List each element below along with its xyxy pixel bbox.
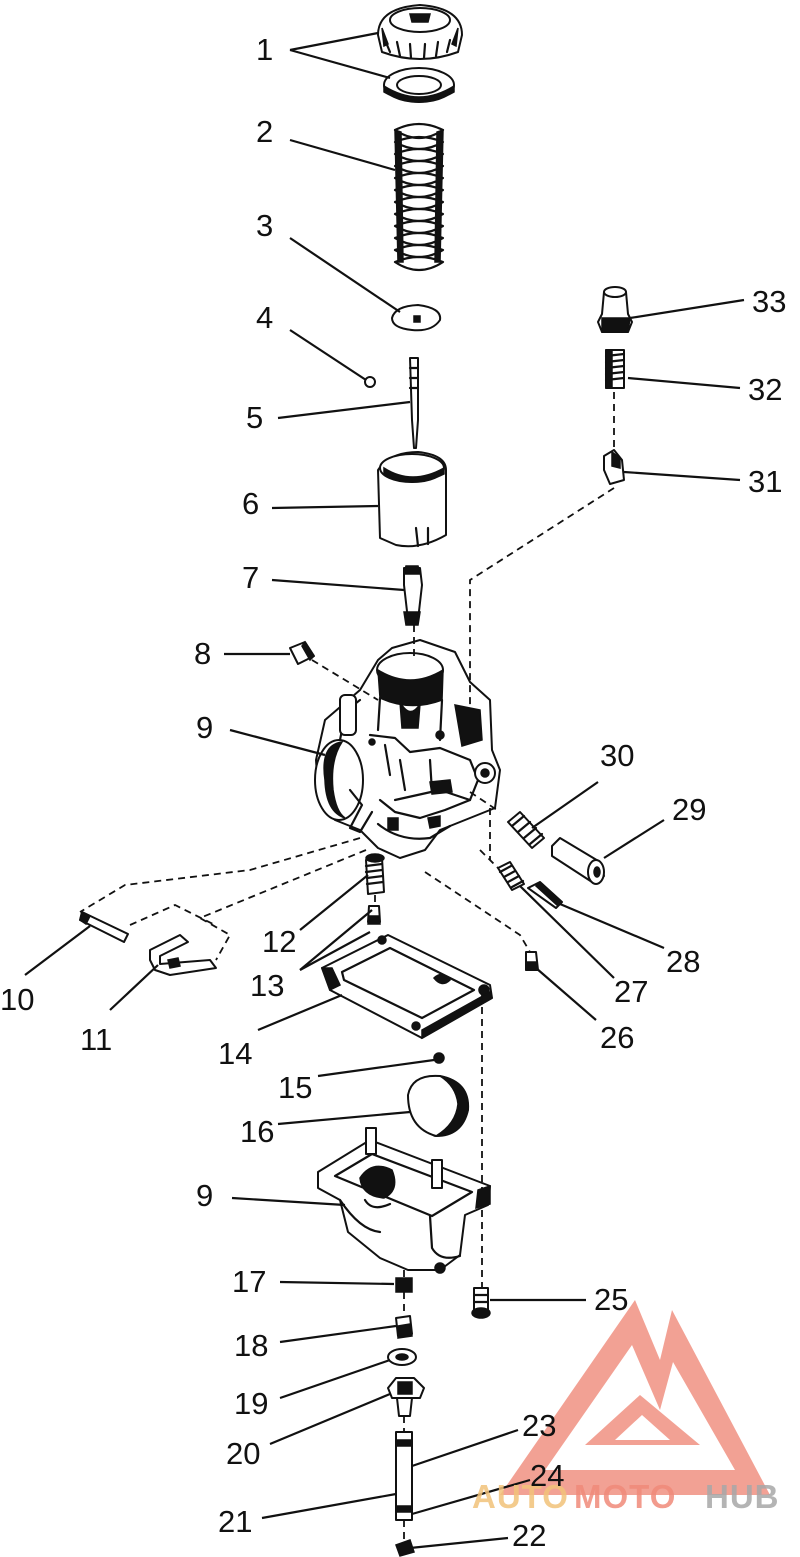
label-part-4: 4 [256, 300, 273, 335]
part-bracket [149, 934, 217, 976]
part-gasket [320, 934, 493, 1040]
label-part-23: 23 [522, 1408, 556, 1443]
leader-lines [24, 31, 745, 1550]
watermark-moto: MOTO [574, 1478, 676, 1515]
label-part-1: 1 [256, 32, 273, 67]
label-part-29: 29 [672, 792, 706, 827]
label-part-8: 8 [194, 636, 211, 671]
label-part-6: 6 [242, 486, 259, 521]
part-float [407, 1074, 470, 1137]
part-drain-tube [395, 1431, 413, 1521]
label-part-27: 27 [614, 974, 648, 1009]
part-needle [408, 357, 420, 449]
part-pilot-jet [525, 951, 539, 971]
label-part-16: 16 [240, 1114, 274, 1149]
part-starter-spring [604, 349, 626, 389]
part-main-jet-washer [395, 1277, 413, 1293]
label-part-22: 22 [512, 1518, 546, 1553]
part-spring [393, 122, 445, 277]
part-clip-plate [391, 304, 442, 332]
label-part-13: 13 [250, 968, 284, 1003]
part-throttle-slide [377, 451, 447, 548]
part-drain-plug [387, 1377, 425, 1417]
label-part-17: 17 [232, 1264, 266, 1299]
part-carburetor-body [314, 639, 501, 859]
part-wire [79, 910, 129, 943]
watermark-hub: HUB [705, 1478, 780, 1515]
part-float-bowl [317, 1127, 491, 1274]
part-cap [377, 4, 463, 103]
watermark-logo [500, 1300, 770, 1495]
watermark-text: AUTO MOTO HUB [472, 1478, 780, 1515]
label-part-7: 7 [242, 560, 259, 595]
part-throttle-stop-spring [507, 811, 545, 849]
label-part-28: 28 [666, 944, 700, 979]
part-valve-seat [603, 449, 625, 485]
label-part-9-body: 9 [196, 710, 213, 745]
label-part-20: 20 [226, 1436, 260, 1471]
part-starter-plunger [597, 286, 633, 333]
part-bottom-screw [395, 1539, 415, 1557]
label-part-31: 31 [748, 464, 782, 499]
label-part-19: 19 [234, 1386, 268, 1421]
part-needle-screw [527, 880, 564, 909]
label-part-11: 11 [80, 1022, 112, 1057]
label-part-24: 24 [530, 1458, 564, 1493]
label-part-21: 21 [218, 1504, 252, 1539]
label-part-30: 30 [600, 738, 634, 773]
part-idle-screw [551, 837, 605, 885]
part-number-labels: 1 2 3 4 5 6 7 8 9 10 11 12 13 14 15 16 9… [0, 32, 786, 1553]
label-part-26: 26 [600, 1020, 634, 1055]
watermark-auto: AUTO [472, 1478, 569, 1515]
alignment-lines [79, 392, 615, 1540]
label-part-15: 15 [278, 1070, 312, 1105]
label-part-5: 5 [246, 400, 263, 435]
part-e-clip [364, 376, 376, 388]
label-part-10: 10 [0, 982, 34, 1017]
part-main-jet [395, 1315, 413, 1339]
label-part-3: 3 [256, 208, 273, 243]
label-part-25: 25 [594, 1282, 628, 1317]
label-part-2: 2 [256, 114, 273, 149]
part-pilot-screw [364, 853, 385, 895]
part-needle-jet [403, 565, 423, 626]
part-float-pin [433, 1052, 445, 1064]
part-small-jet [367, 905, 381, 925]
label-part-33: 33 [752, 284, 786, 319]
label-part-9-bowl: 9 [196, 1178, 213, 1213]
part-idle-spring [497, 861, 525, 891]
label-part-32: 32 [748, 372, 782, 407]
label-part-18: 18 [234, 1328, 268, 1363]
label-part-12: 12 [262, 924, 296, 959]
part-bowl-screw [471, 1287, 491, 1319]
part-plug [289, 640, 315, 665]
part-o-ring [387, 1348, 417, 1366]
label-part-14: 14 [218, 1036, 252, 1071]
